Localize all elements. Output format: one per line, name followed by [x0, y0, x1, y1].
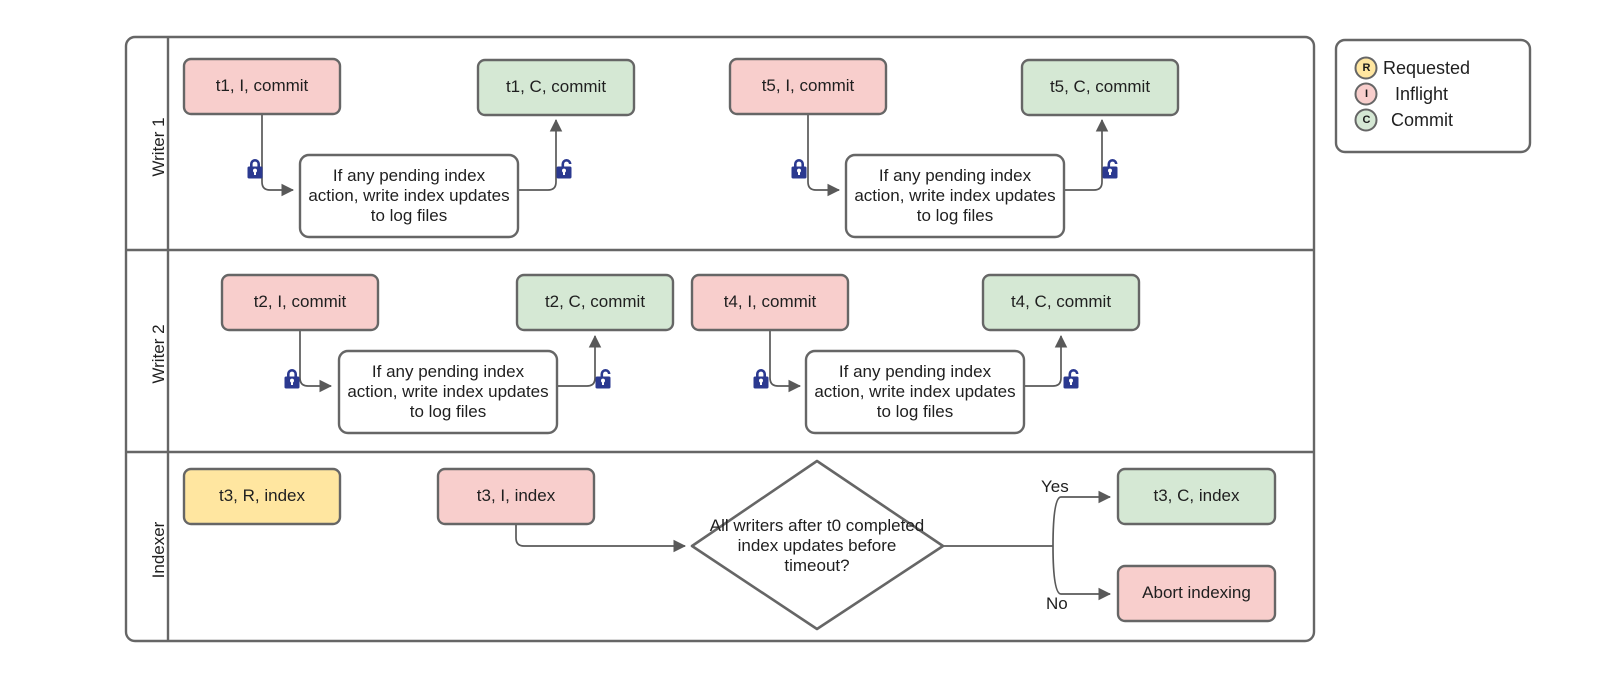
legend-badge-requested — [1354, 56, 1378, 80]
legend-badge-letter-commit: C — [1362, 114, 1371, 127]
decision-diamond — [690, 459, 945, 631]
rect-w1-t5-inflight — [728, 57, 888, 116]
rect-idx-t3-inflight — [436, 467, 596, 526]
rect-w2-t2-commit — [515, 273, 675, 332]
rect-w2-t4-commit — [981, 273, 1141, 332]
writer1-edges — [261, 114, 1109, 197]
rect-idx-abort — [1116, 564, 1277, 623]
node-process-w1-a[interactable]: If any pending index action, write index… — [308, 165, 510, 226]
legend-label-inflight: Inflight — [1395, 84, 1449, 104]
node-idx-t3-requested[interactable]: t3, R, index — [219, 486, 305, 506]
node-process-w2-a[interactable]: If any pending index action, write index… — [347, 361, 549, 422]
lock-closed-icon — [753, 369, 769, 389]
rect-idx-t3-commit — [1116, 467, 1277, 526]
node-w2-t2-commit[interactable]: t2, C, commit — [544, 292, 646, 312]
rect-w2-t4-inflight — [690, 273, 850, 332]
node-rects — [182, 57, 1277, 623]
rect-w1-t1-inflight — [182, 57, 342, 116]
lane-label-writer1: Writer 1 — [149, 117, 168, 177]
rect-process-w1-b — [844, 153, 1066, 239]
lane-label-indexer: Indexer — [149, 521, 168, 579]
rect-w1-t1-commit — [476, 58, 636, 117]
lock-closed-icon — [247, 159, 263, 179]
rect-process-w1-a — [298, 153, 520, 239]
node-w1-t5-inflight[interactable]: t5, I, commit — [761, 76, 855, 96]
node-decision[interactable]: All writers after t0 completed index upd… — [709, 515, 925, 576]
indexer-edges — [515, 490, 1112, 601]
edge-label-no: No — [1046, 594, 1068, 613]
lock-open-icon — [595, 369, 611, 389]
rect-process-w2-b — [804, 349, 1026, 435]
node-idx-t3-inflight[interactable]: t3, I, index — [476, 486, 556, 506]
node-process-w2-b[interactable]: If any pending index action, write index… — [814, 361, 1016, 422]
legend-label-commit: Commit — [1391, 110, 1453, 130]
node-process-w1-b[interactable]: If any pending index action, write index… — [854, 165, 1056, 226]
node-w2-t2-inflight[interactable]: t2, I, commit — [253, 292, 347, 312]
legend-badge-inflight — [1354, 82, 1378, 106]
node-w1-t1-commit[interactable]: t1, C, commit — [505, 77, 607, 97]
legend-panel — [1334, 38, 1532, 154]
lock-open-icon — [556, 159, 572, 179]
legend-badge-letter-requested: R — [1362, 62, 1371, 75]
lock-closed-icon — [791, 159, 807, 179]
node-w1-t5-commit[interactable]: t5, C, commit — [1049, 77, 1151, 97]
rect-w2-t2-inflight — [220, 273, 380, 332]
rect-w1-t5-commit — [1020, 58, 1180, 117]
lock-open-icon — [1102, 159, 1118, 179]
rect-process-w2-a — [337, 349, 559, 435]
node-w2-t4-inflight[interactable]: t4, I, commit — [723, 292, 817, 312]
node-idx-t3-commit[interactable]: t3, C, index — [1153, 486, 1240, 506]
node-idx-abort[interactable]: Abort indexing — [1142, 583, 1251, 603]
lane-label-writer2: Writer 2 — [149, 324, 168, 384]
lock-closed-icon — [284, 369, 300, 389]
rect-idx-t3-requested — [182, 467, 342, 526]
writer2-edges — [299, 329, 1068, 393]
legend-badge-letter-inflight: I — [1364, 88, 1369, 101]
node-w1-t1-inflight[interactable]: t1, I, commit — [215, 76, 309, 96]
legend-label-requested: Requested — [1383, 58, 1471, 78]
lock-open-icon — [1063, 369, 1079, 389]
edge-label-yes: Yes — [1041, 477, 1069, 496]
legend-badge-commit — [1354, 108, 1378, 132]
node-w2-t4-commit[interactable]: t4, C, commit — [1010, 292, 1112, 312]
